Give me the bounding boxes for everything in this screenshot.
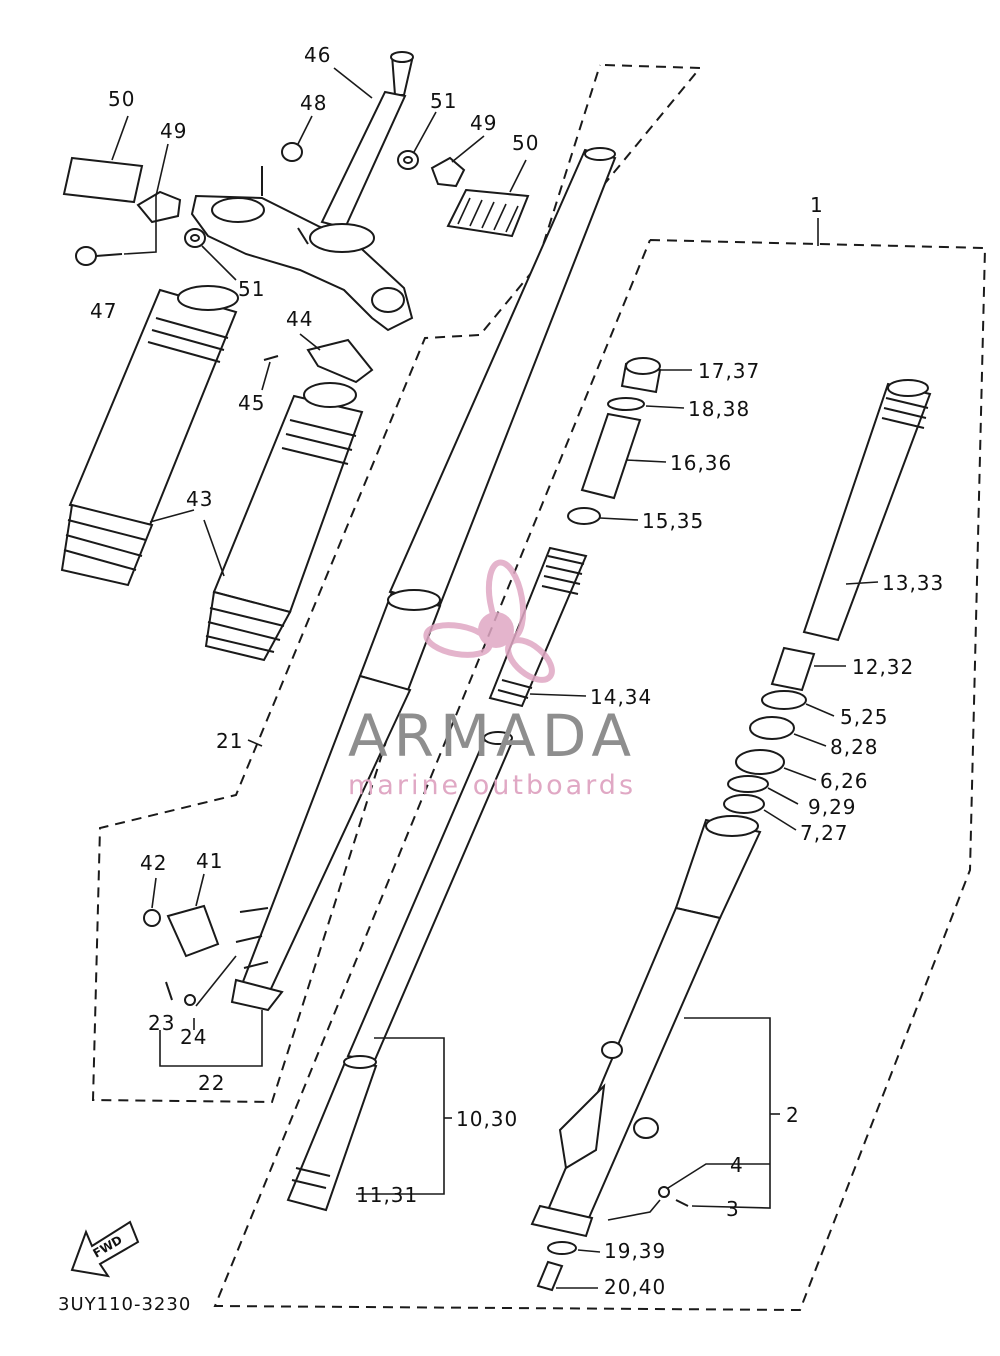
callout-6-26: 6,26 (820, 769, 869, 793)
callout-17-37: 17,37 (698, 359, 760, 383)
callout-labels: 46 48 51 49 50 50 49 47 51 44 45 43 1 17… (90, 43, 944, 1299)
nut-51-left (184, 228, 206, 248)
assembly-boundaries (91, 64, 987, 1312)
screw-3 (675, 1199, 689, 1207)
spacer (580, 412, 642, 500)
callout-50-left: 50 (108, 87, 135, 111)
callout-45: 45 (238, 391, 265, 415)
fwd-arrow-icon: FWD (70, 1220, 140, 1278)
callout-7-27: 7,27 (800, 821, 849, 845)
callout-46: 46 (304, 43, 331, 67)
callout-2: 2 (786, 1103, 800, 1127)
bolt-20 (536, 1260, 564, 1292)
callout-13-33: 13,33 (882, 571, 944, 595)
outer-tube-left (230, 147, 617, 1012)
callout-50-right: 50 (512, 131, 539, 155)
bracket-44 (306, 338, 374, 384)
fork-boot-left (60, 285, 239, 587)
washer-24 (184, 994, 196, 1006)
watermark-tagline: marine outboards (348, 770, 636, 801)
outer-tube-right (530, 815, 762, 1238)
steering-stem (320, 51, 414, 230)
o-ring (607, 397, 645, 411)
callout-1: 1 (810, 193, 824, 217)
bolt-45 (263, 355, 279, 361)
callout-14-34: 14,34 (590, 685, 652, 709)
callout-12-32: 12,32 (852, 655, 914, 679)
leader-lines (111, 67, 879, 1289)
callout-22: 22 (198, 1071, 225, 1095)
oil-seal-8 (749, 716, 795, 740)
seal-6 (735, 749, 785, 775)
reflector-50-right-pattern (457, 197, 519, 233)
boundary-inner-tube-group (91, 64, 703, 1104)
callout-24: 24 (180, 1025, 207, 1049)
callout-51-left: 51 (238, 277, 265, 301)
callout-3: 3 (726, 1197, 740, 1221)
boundary-right-fork (213, 239, 987, 1312)
bracket-41 (166, 904, 220, 958)
callout-4: 4 (730, 1153, 744, 1177)
spring-seat (567, 507, 601, 525)
callout-15-35: 15,35 (642, 509, 704, 533)
callout-19-39: 19,39 (604, 1239, 666, 1263)
cap-bolt (620, 357, 662, 394)
callout-21: 21 (216, 729, 243, 753)
nut-42 (143, 909, 161, 927)
callout-41: 41 (196, 849, 223, 873)
callout-49-right: 49 (470, 111, 497, 135)
callout-18-38: 18,38 (688, 397, 750, 421)
fork-boot-right (204, 382, 364, 662)
callout-8-28: 8,28 (830, 735, 879, 759)
washer-5 (761, 690, 807, 710)
nut-51-right (397, 150, 419, 170)
callout-23: 23 (148, 1011, 175, 1035)
callout-16-36: 16,36 (670, 451, 732, 475)
bolt-23 (165, 981, 173, 1001)
bracket-49-left (136, 190, 182, 224)
reflector-50-right (446, 188, 530, 238)
callout-49-left: 49 (160, 119, 187, 143)
dust-seal-7 (723, 794, 765, 814)
callout-47: 47 (90, 299, 117, 323)
washer-4 (658, 1186, 670, 1198)
clip-9 (727, 775, 769, 793)
gasket-19 (547, 1241, 577, 1255)
under-bracket (190, 166, 414, 332)
callout-20-40: 20,40 (604, 1275, 666, 1299)
bushing-12 (770, 646, 816, 692)
reflector-50-left (62, 156, 144, 204)
callout-9-29: 9,29 (808, 795, 857, 819)
cap-nut-48 (281, 142, 303, 162)
callout-43: 43 (186, 487, 213, 511)
callout-10-30: 10,30 (456, 1107, 518, 1131)
callout-51-top: 51 (430, 89, 457, 113)
drawing-code: 3UY110-3230 (58, 1294, 191, 1315)
bolt-47 (75, 246, 123, 266)
inner-tube (286, 731, 514, 1212)
callout-11-31: 11,31 (356, 1183, 418, 1207)
callout-42: 42 (140, 851, 167, 875)
inner-tube-right (802, 379, 932, 642)
bracket-49-right (430, 156, 466, 188)
watermark-brand: ARMADA (348, 702, 637, 770)
callout-48: 48 (300, 91, 327, 115)
callout-5-25: 5,25 (840, 705, 889, 729)
propeller-logo-icon (423, 559, 555, 683)
callout-44: 44 (286, 307, 313, 331)
